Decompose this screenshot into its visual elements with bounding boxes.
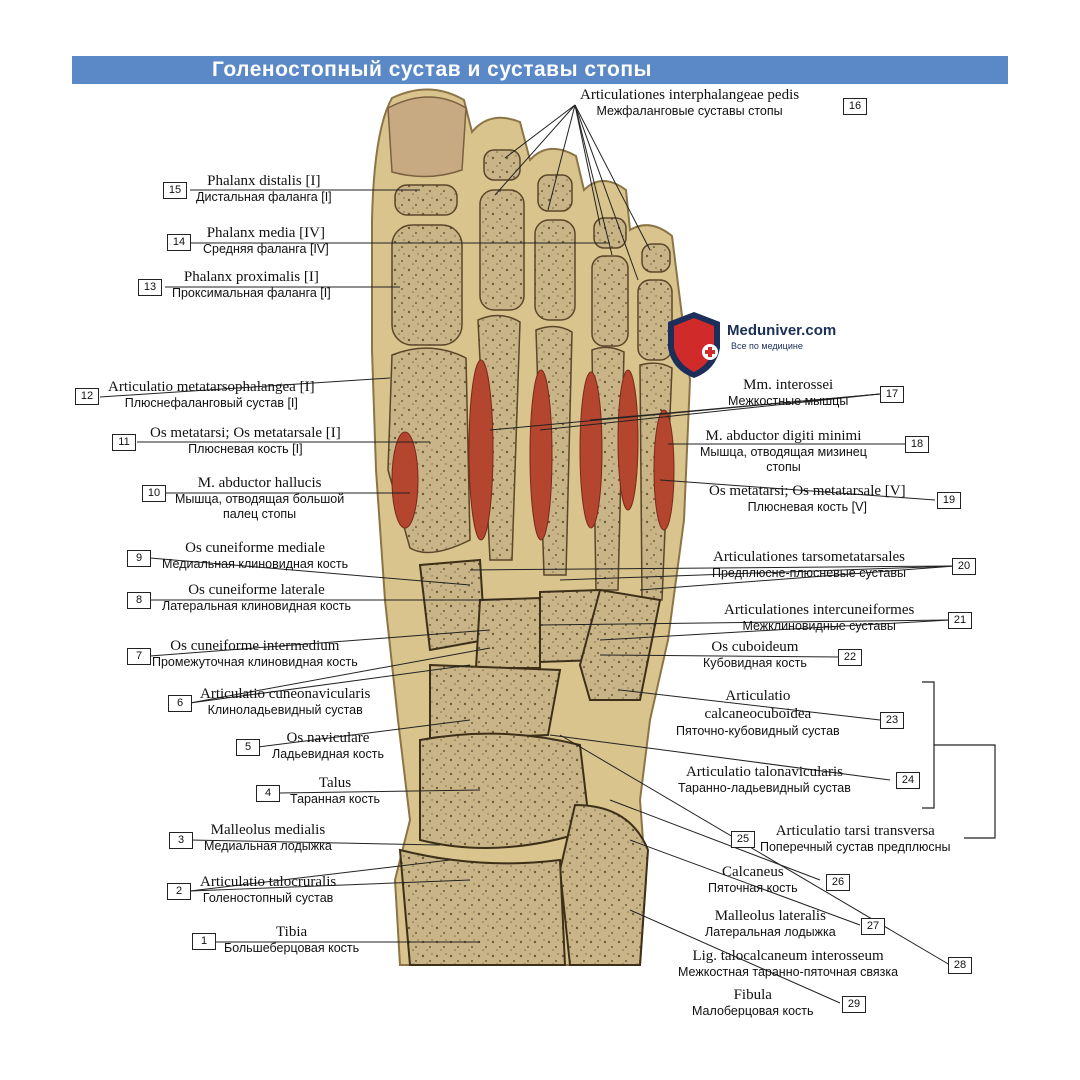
number-24: 24 <box>896 772 920 789</box>
label-14: Phalanx media [IV]Средняя фаланга [IV] <box>203 225 329 257</box>
number-22: 22 <box>838 649 862 666</box>
number-17: 17 <box>880 386 904 403</box>
label-15: Phalanx distalis [I]Дистальная фаланга [… <box>196 173 332 205</box>
phalanges <box>391 149 673 361</box>
number-14: 14 <box>167 234 191 251</box>
number-16: 16 <box>843 98 867 115</box>
watermark-tagline: Все по медицине <box>731 341 803 351</box>
number-12: 12 <box>75 388 99 405</box>
page-title: Голеностопный сустав и суставы стопы <box>212 58 652 81</box>
number-26: 26 <box>826 874 850 891</box>
number-4: 4 <box>256 785 280 802</box>
number-5: 5 <box>236 739 260 756</box>
number-6: 6 <box>168 695 192 712</box>
number-15: 15 <box>163 182 187 199</box>
title-banner: Голеностопный сустав и суставы стопы <box>72 56 1008 84</box>
leader-lines <box>99 104 956 1004</box>
number-2: 2 <box>167 883 191 900</box>
number-8: 8 <box>127 592 151 609</box>
label-12: Articulatio metatarsophalangea [I]Плюсне… <box>108 379 315 411</box>
label-13: Phalanx proximalis [I]Проксимальная фала… <box>172 269 331 301</box>
tarsals <box>398 558 662 966</box>
big-toe-nail <box>387 96 467 178</box>
muscles <box>391 359 675 541</box>
number-21: 21 <box>948 612 972 629</box>
number-19: 19 <box>937 492 961 509</box>
number-9: 9 <box>127 550 151 567</box>
number-3: 3 <box>169 832 193 849</box>
bracket <box>922 681 996 839</box>
number-18: 18 <box>905 436 929 453</box>
number-25: 25 <box>731 831 755 848</box>
number-23: 23 <box>880 712 904 729</box>
watermark-name: Meduniver.com <box>727 322 837 339</box>
number-29: 29 <box>842 996 866 1013</box>
number-28: 28 <box>948 957 972 974</box>
logo-shield-icon <box>668 312 720 378</box>
label-11: Os metatarsi; Os metatarsale [I]Плюснева… <box>150 425 341 457</box>
number-20: 20 <box>952 558 976 575</box>
label-19: Os metatarsi; Os metatarsale [V]Плюснева… <box>709 483 906 515</box>
number-7: 7 <box>127 648 151 665</box>
number-1: 1 <box>192 933 216 950</box>
number-11: 11 <box>112 434 136 451</box>
number-27: 27 <box>861 918 885 935</box>
number-10: 10 <box>142 485 166 502</box>
number-13: 13 <box>138 279 162 296</box>
